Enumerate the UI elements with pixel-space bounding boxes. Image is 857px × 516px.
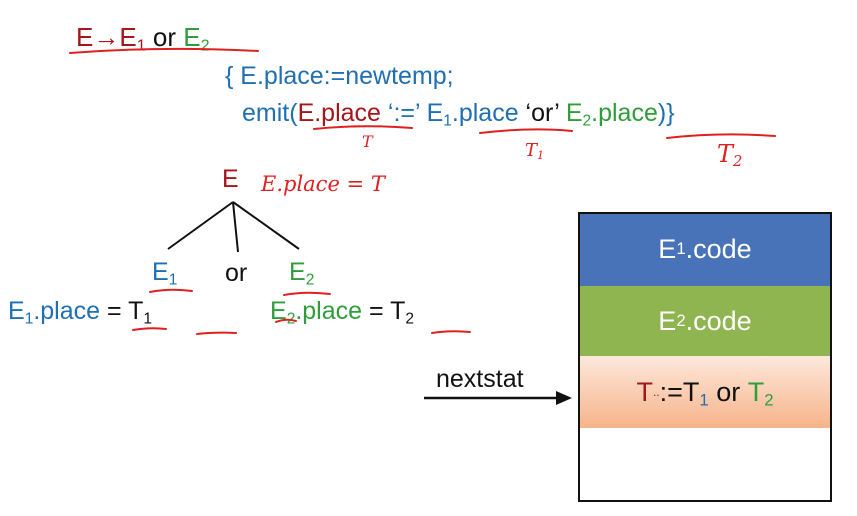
- hand-t2-under: T2: [717, 140, 743, 171]
- emit-or-string: ‘or’: [518, 99, 566, 127]
- underline-eplace: [313, 125, 413, 130]
- hand-t-under-eplace: T: [362, 132, 373, 151]
- tree-edge-mid: [232, 201, 239, 253]
- underline-left-t1: [196, 331, 237, 335]
- underline-right-e2: [275, 318, 297, 323]
- tree-mid-child: or: [225, 259, 248, 287]
- tree-right-child: E2: [289, 258, 315, 289]
- assign-code-box: T..:=T1 or T2: [578, 356, 832, 428]
- tree-left-attribute: E1.place = T1: [8, 297, 152, 328]
- production-rule: E→E1 or E2: [76, 22, 210, 55]
- tree-edge-left: [167, 201, 234, 250]
- rule-e1: E1: [119, 22, 146, 55]
- tree-left-child: E1: [152, 258, 178, 289]
- nextstat-arrow-head: [556, 391, 572, 405]
- emit-assign-string: ‘:=’: [380, 99, 427, 127]
- rule-or: or: [152, 22, 177, 52]
- nextstat-label: nextstat: [436, 365, 524, 393]
- tree-root: E: [222, 165, 239, 193]
- emit-eplace: E.place: [297, 99, 381, 127]
- action-line-2: emit(E.place ‘:=’ E1.place ‘or’ E2.place…: [242, 99, 675, 130]
- underline-e1-place: [479, 128, 573, 134]
- hand-t1-under: T1: [525, 140, 545, 163]
- rule-lhs: E: [76, 22, 94, 52]
- underline-tree-right: [283, 291, 331, 296]
- emit-e1-place: E1.place: [426, 99, 519, 130]
- empty-code-box: [578, 428, 832, 502]
- underline-e2-place: [666, 133, 776, 139]
- underline-right-t2: [431, 330, 471, 334]
- emit-open: emit(: [242, 99, 298, 127]
- emit-close: )}: [657, 99, 675, 127]
- tree-edge-right: [232, 201, 300, 250]
- emit-e2-place: E2.place: [565, 99, 658, 130]
- tree-right-attribute: E2.place = T2: [270, 297, 414, 328]
- hand-eplace-eq-t: E.place = T: [261, 172, 385, 196]
- rule-arrow: →: [93, 22, 120, 52]
- rule-e2: E2: [183, 22, 210, 55]
- underline-rule: [69, 47, 259, 54]
- action-line-1: { E.place:=newtemp;: [225, 62, 454, 90]
- underline-tree-left: [149, 288, 193, 293]
- underline-left-place: [132, 327, 167, 331]
